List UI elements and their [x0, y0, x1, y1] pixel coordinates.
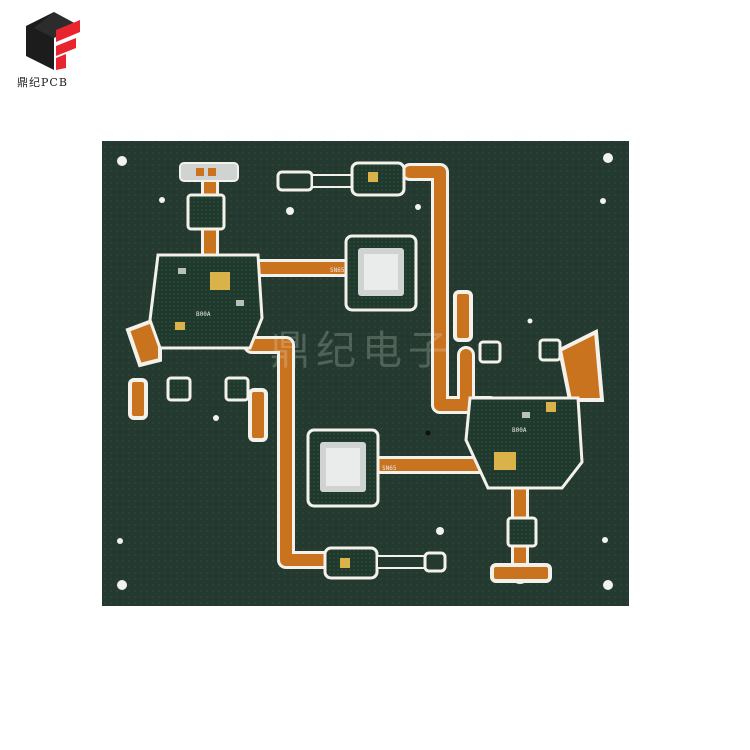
brand-logo-icon — [26, 12, 80, 70]
silk-label-trace-top: SN65 — [330, 267, 345, 274]
logo-red-bar-bottom — [56, 54, 66, 70]
rigid-board-left: B00A — [148, 253, 264, 350]
small-rigid-left-2 — [224, 376, 250, 402]
left-flex-wings — [125, 315, 268, 442]
small-rigid-right-2 — [538, 338, 562, 362]
silver-module-bottom: SN65 — [306, 428, 397, 508]
right-flex-wings — [453, 290, 605, 583]
small-rigid-left-1 — [166, 376, 192, 402]
tooling-holes — [117, 153, 613, 590]
logo-red-bar-mid — [56, 38, 76, 56]
rigid-board-right: B00A — [464, 396, 584, 490]
watermark-text: 鼎纪电子 — [270, 328, 454, 374]
bottom-connector — [323, 546, 447, 580]
silk-label-trace-mid: SN65 — [382, 465, 397, 472]
logo-dark-cube-top — [34, 12, 80, 38]
silk-label-right: B00A — [512, 427, 527, 434]
small-rigid-bottom-right — [506, 516, 538, 548]
small-rigid-top-left — [186, 193, 226, 231]
logo-red-bar-top — [56, 20, 80, 42]
brand-logo-text: 鼎纪PCB — [17, 76, 68, 89]
top-center-connector — [276, 161, 406, 197]
silk-label-left: B00A — [196, 311, 211, 318]
small-rigid-right-1 — [478, 340, 502, 364]
silver-module-top: SN65 — [330, 234, 418, 312]
top-connector-tab — [179, 162, 239, 182]
flex-traces — [204, 166, 526, 581]
